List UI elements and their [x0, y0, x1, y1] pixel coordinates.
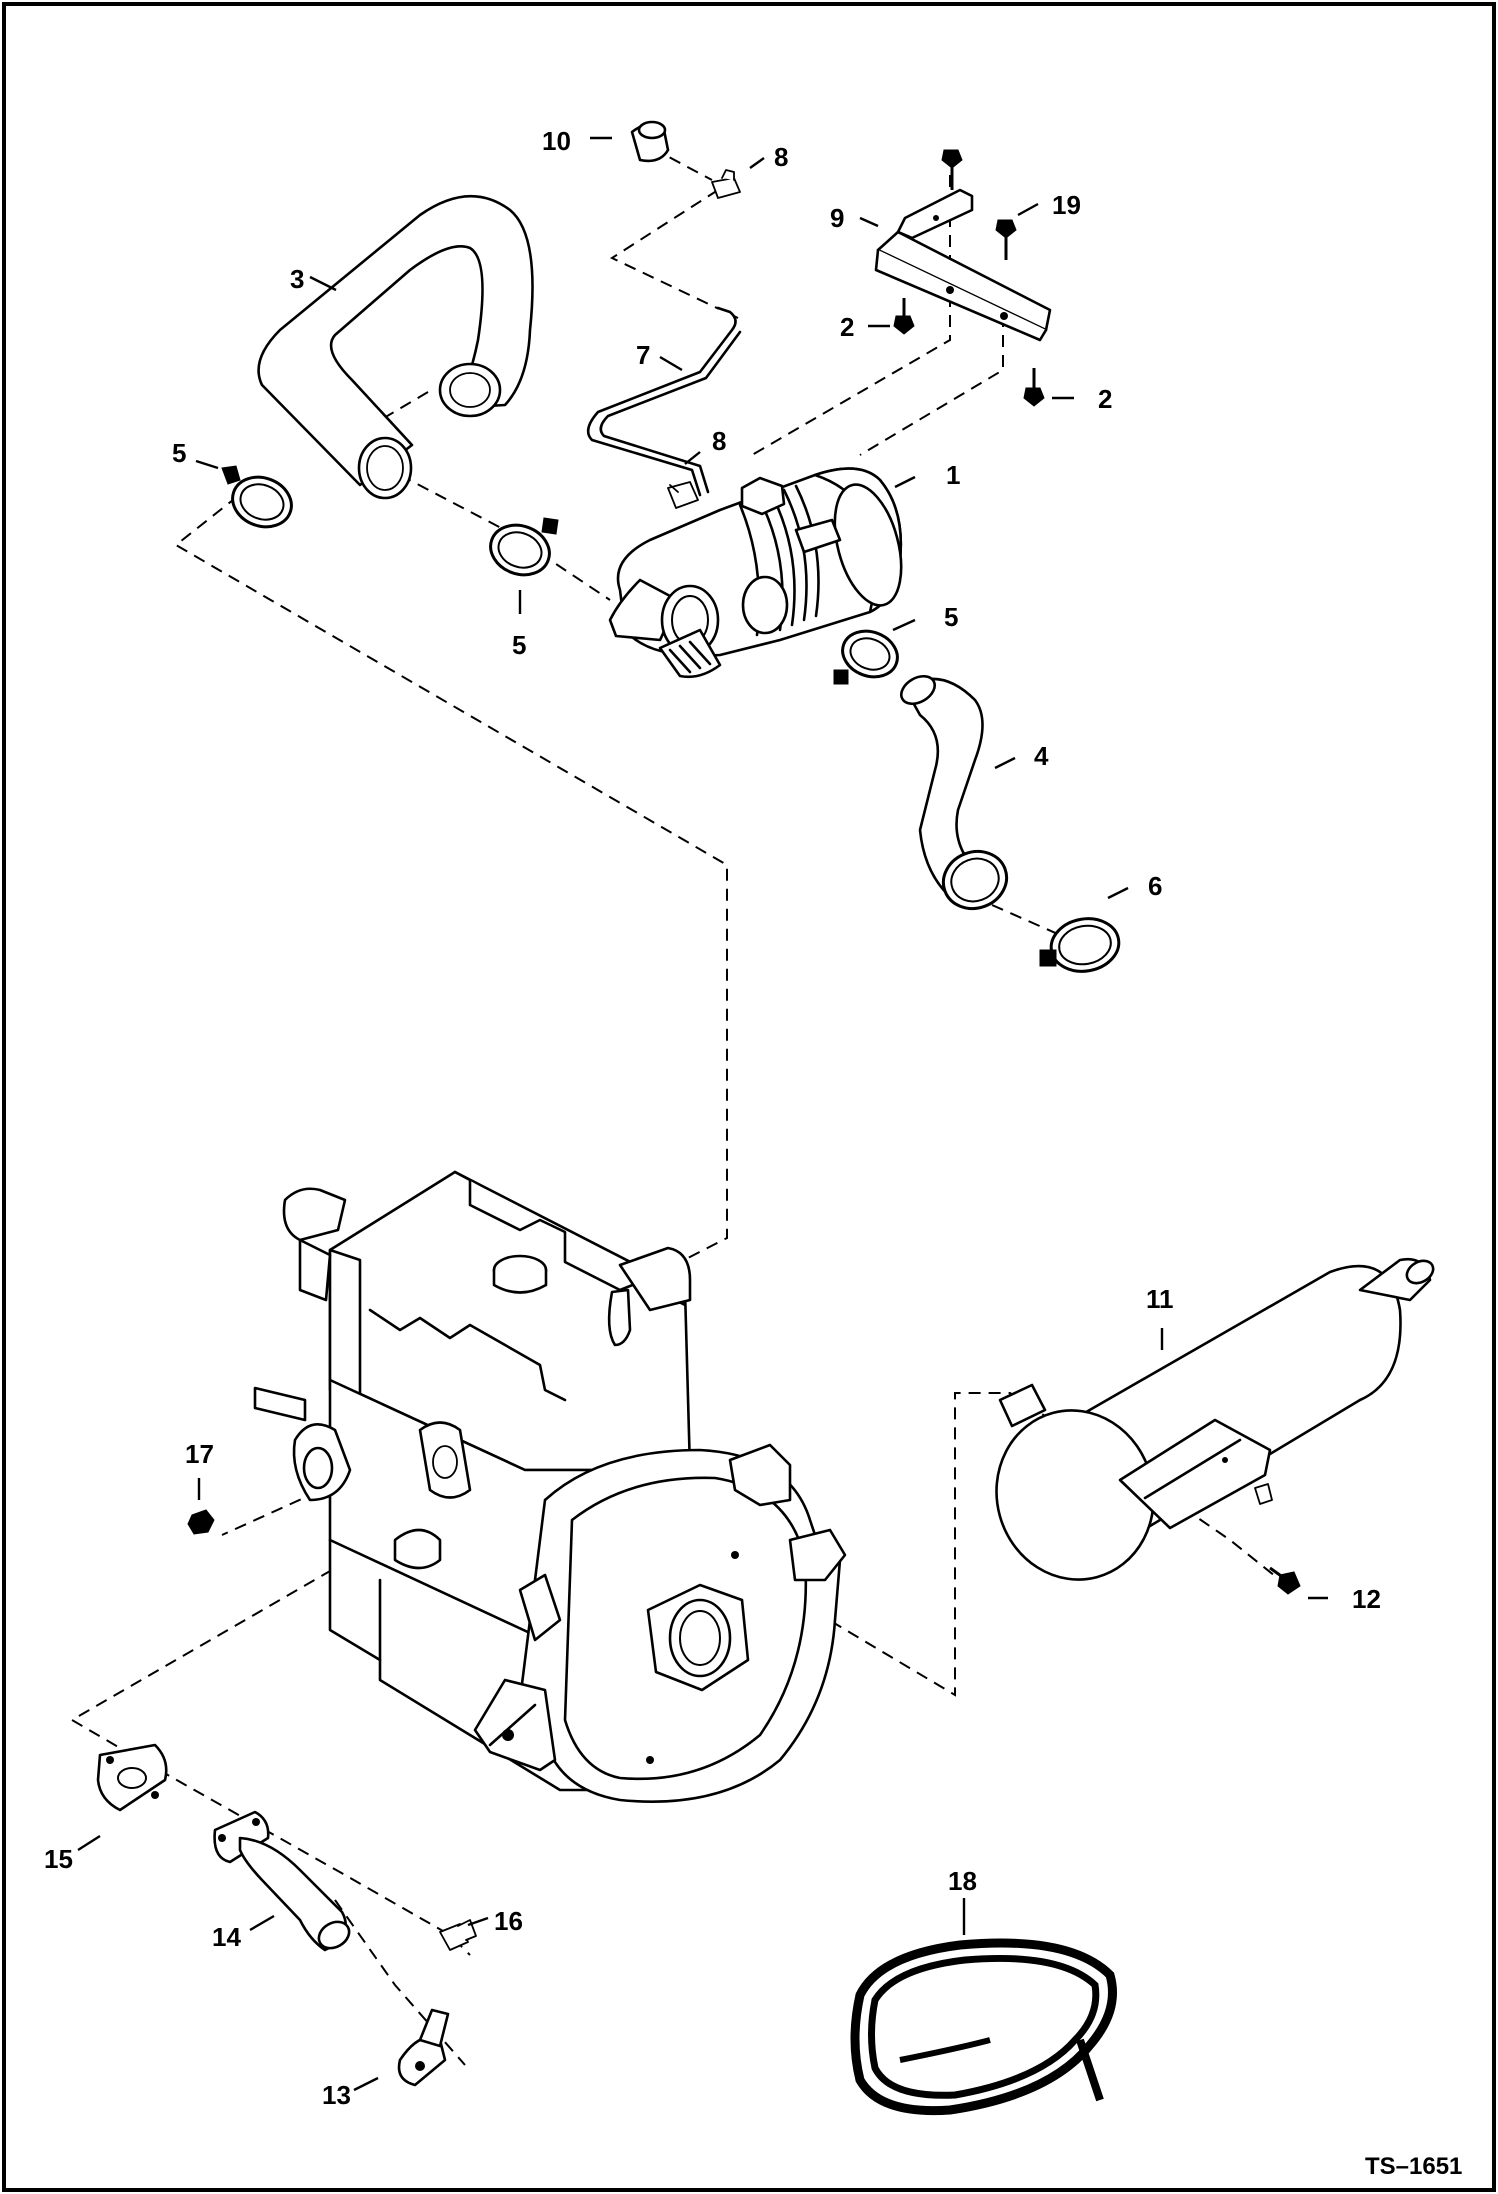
part-3-intake-hose: [257, 194, 534, 500]
callout-2-lower: 2: [1098, 384, 1112, 414]
part-17-nut: [187, 1509, 215, 1535]
part-15-gasket: [96, 1743, 168, 1812]
part-5-clamp-middle: [489, 517, 559, 577]
part-5-clamp-left: [221, 465, 293, 529]
callout-15: 15: [44, 1844, 73, 1874]
part-6-clamp: [1039, 917, 1121, 973]
callout-14: 14: [212, 1922, 241, 1952]
part-12-bolt: [1269, 1566, 1301, 1595]
part-5-clamp-right: [833, 629, 899, 685]
part-8-fitting-lower: [667, 481, 699, 509]
callout-6: 6: [1148, 871, 1162, 901]
callout-8-upper: 8: [774, 142, 788, 172]
callout-12: 12: [1352, 1584, 1381, 1614]
part-10-cap: [630, 120, 670, 163]
callout-5-left: 5: [172, 438, 186, 468]
part-9-bracket: [874, 188, 1052, 342]
callout-9: 9: [830, 203, 844, 233]
callout-8-lower: 8: [712, 426, 726, 456]
callout-7: 7: [636, 340, 650, 370]
part-13-clamp: [397, 2008, 450, 2087]
bracket-screws: [893, 149, 1045, 407]
callout-17: 17: [185, 1439, 214, 1469]
callout-leaders: [77, 136, 1328, 2092]
part-11-muffler: [995, 1257, 1435, 1581]
drawing-number: TS–1651: [1365, 2153, 1462, 2180]
callout-13: 13: [322, 2080, 351, 2110]
callout-19: 19: [1052, 190, 1081, 220]
callout-3: 3: [290, 264, 304, 294]
part-14-exhaust-elbow: [213, 1810, 351, 1952]
callout-18: 18: [948, 1866, 977, 1896]
callout-labels: 10 8 9 19 3 2 2 7 8 1 5 5 5 4 6 11 12 17…: [44, 126, 1381, 2110]
part-18-seal-coil: [850, 1938, 1117, 2116]
part-8-fitting-upper: [711, 169, 741, 199]
engine-assembly: [253, 1170, 847, 1803]
part-16-bolt: [439, 1919, 477, 1951]
callout-2-upper: 2: [840, 312, 854, 342]
callout-11: 11: [1146, 1284, 1174, 1314]
callout-10: 10: [542, 126, 571, 156]
callout-5-middle: 5: [512, 630, 526, 660]
part-4-outlet-hose: [899, 674, 1009, 910]
part-1-air-cleaner: [608, 467, 903, 679]
part-7-tube: [586, 306, 742, 497]
callout-1: 1: [946, 460, 960, 490]
callout-16: 16: [494, 1906, 523, 1936]
callout-5-right: 5: [944, 602, 958, 632]
callout-4: 4: [1034, 741, 1049, 771]
